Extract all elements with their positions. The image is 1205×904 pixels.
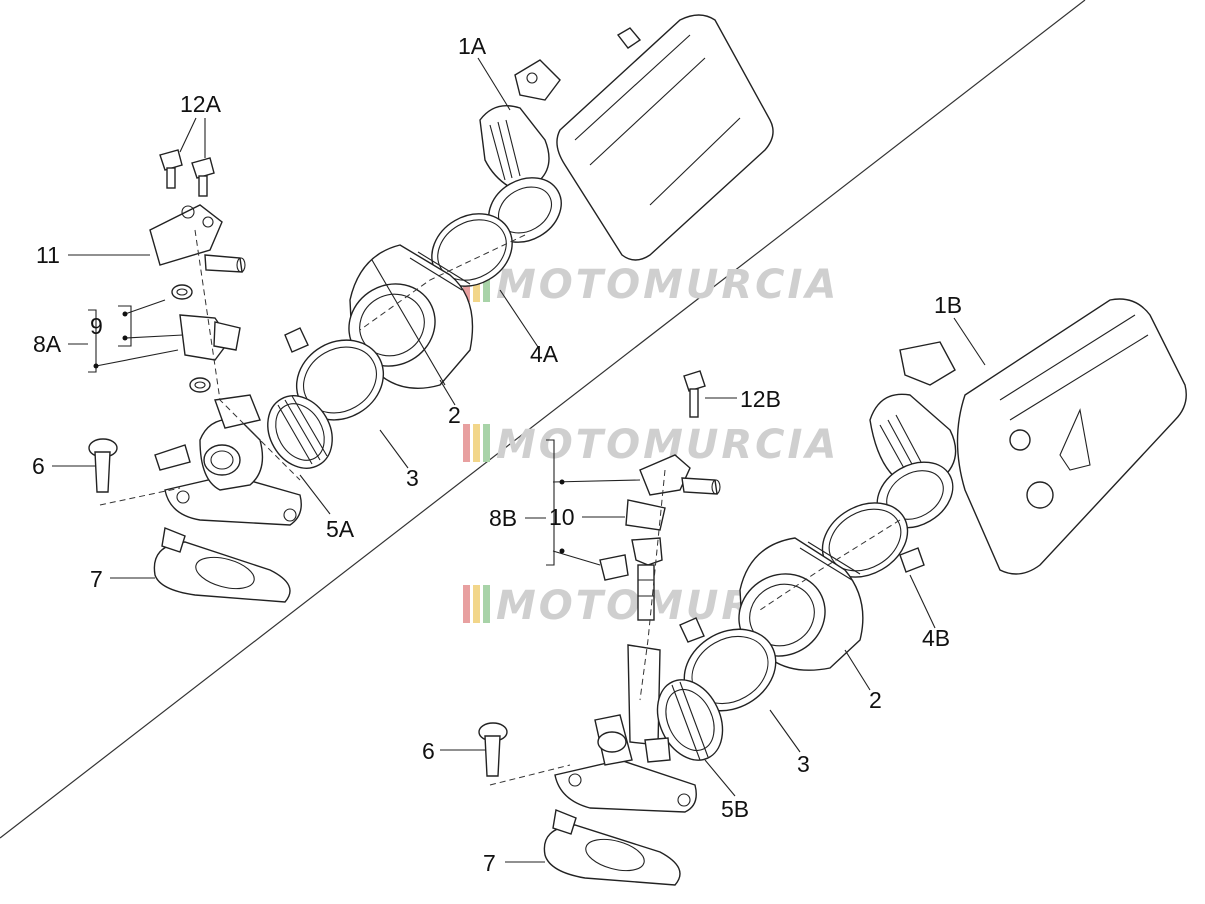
bolt-6-top	[88, 438, 181, 506]
fuel-connector-8B	[599, 454, 721, 621]
callout-5A: 5A	[326, 516, 355, 542]
callout-12A: 12A	[180, 91, 222, 117]
bolt-12B	[683, 370, 706, 418]
callout-8B: 8B	[489, 505, 517, 531]
alignment-line-top	[194, 229, 301, 481]
intake-body-5B	[554, 644, 724, 813]
throttle-body-1B	[869, 298, 1187, 575]
intake-manifold-2-top	[348, 244, 474, 390]
callout-1A: 1A	[458, 33, 487, 59]
leader-dots	[93, 311, 565, 554]
alignment-line-bottom	[639, 469, 666, 701]
callout-4B: 4B	[922, 625, 950, 651]
watermark-middle: MOTOMURCIA	[463, 422, 836, 468]
alignment-line-bottom	[759, 519, 901, 611]
callout-10: 10	[549, 504, 575, 530]
callout-7-top: 7	[90, 566, 103, 592]
intake-body-5A	[154, 394, 333, 526]
callout-4A: 4A	[530, 341, 559, 367]
leader-lines	[52, 57, 986, 863]
callout-6-top: 6	[32, 453, 45, 479]
callout-12B: 12B	[740, 386, 781, 412]
clamp-3-top	[284, 327, 385, 421]
callout-3-top: 3	[406, 465, 419, 491]
fuel-connector-11	[149, 204, 246, 273]
callout-9: 9	[90, 313, 103, 339]
bolt-6-bottom	[478, 722, 571, 786]
callout-2-bottom: 2	[869, 687, 882, 713]
callout-6-bottom: 6	[422, 738, 435, 764]
clamp-4B	[821, 502, 925, 578]
injector-8A	[171, 284, 241, 393]
watermark-text: MOTOMURCIA	[496, 262, 839, 308]
callout-2-top: 2	[448, 402, 461, 428]
alignment-line-top	[359, 234, 526, 331]
throttle-body-1A	[479, 14, 774, 261]
section-divider-line	[0, 0, 1086, 839]
callout-5B: 5B	[721, 796, 749, 822]
callout-3-bottom: 3	[797, 751, 810, 777]
callout-7-bottom: 7	[483, 850, 496, 876]
watermark-top: MOTOMURCIA	[463, 262, 839, 308]
callout-11: 11	[36, 242, 60, 268]
gasket-7-bottom	[543, 809, 681, 886]
gasket-7-top	[153, 527, 291, 603]
bolts-12A	[159, 149, 215, 197]
callout-8A: 8A	[33, 331, 62, 357]
callout-1B: 1B	[934, 292, 962, 318]
